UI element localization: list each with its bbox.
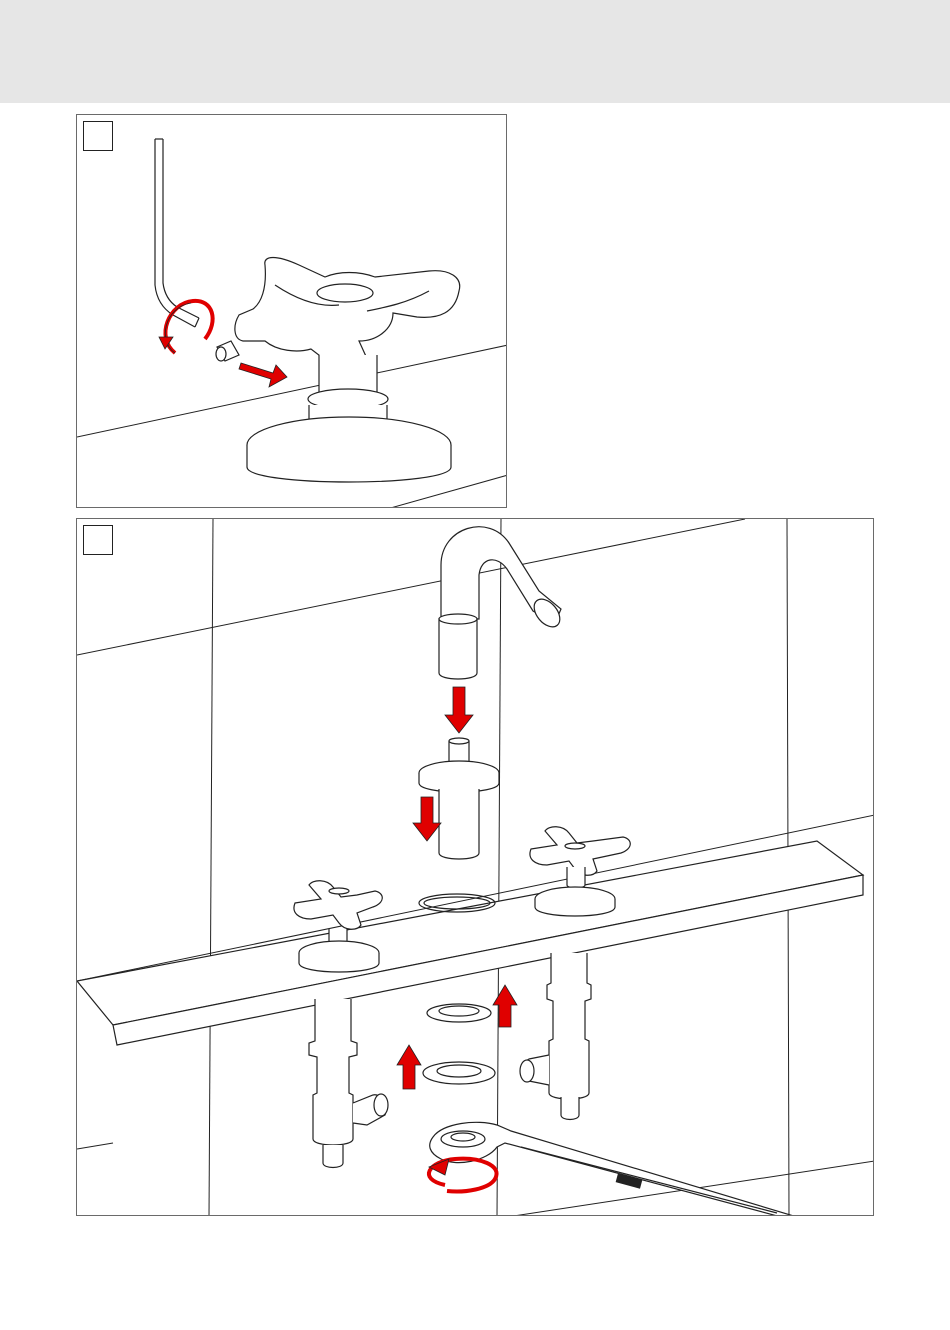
o-ring [419, 894, 495, 912]
allen-key [155, 139, 199, 327]
open-end-wrench [430, 1122, 797, 1216]
red-arrow-icon [239, 363, 287, 387]
angle-valve-left [309, 999, 388, 1168]
header-band [0, 0, 950, 103]
step-number-box [83, 121, 113, 151]
bidet-spout [439, 527, 565, 679]
angle-valve-right [520, 953, 591, 1120]
washer [427, 1004, 491, 1022]
red-arrow-icon [445, 687, 473, 733]
spout-installation-illustration [77, 519, 874, 1216]
handle-removal-illustration [77, 115, 507, 508]
step-number-box [83, 525, 113, 555]
lock-nut [423, 1062, 495, 1084]
cross-handle-right [530, 827, 630, 916]
red-arrow-icon [397, 1045, 421, 1089]
red-arrow-icon [493, 985, 517, 1027]
grub-screw [216, 341, 239, 361]
red-arrow-icon [413, 797, 441, 841]
red-rotation-arrow-icon [429, 1159, 497, 1192]
step-panel-remove-handle [76, 114, 507, 508]
red-rotation-arrow-icon [159, 301, 213, 353]
step-panel-install-spout [76, 518, 874, 1216]
